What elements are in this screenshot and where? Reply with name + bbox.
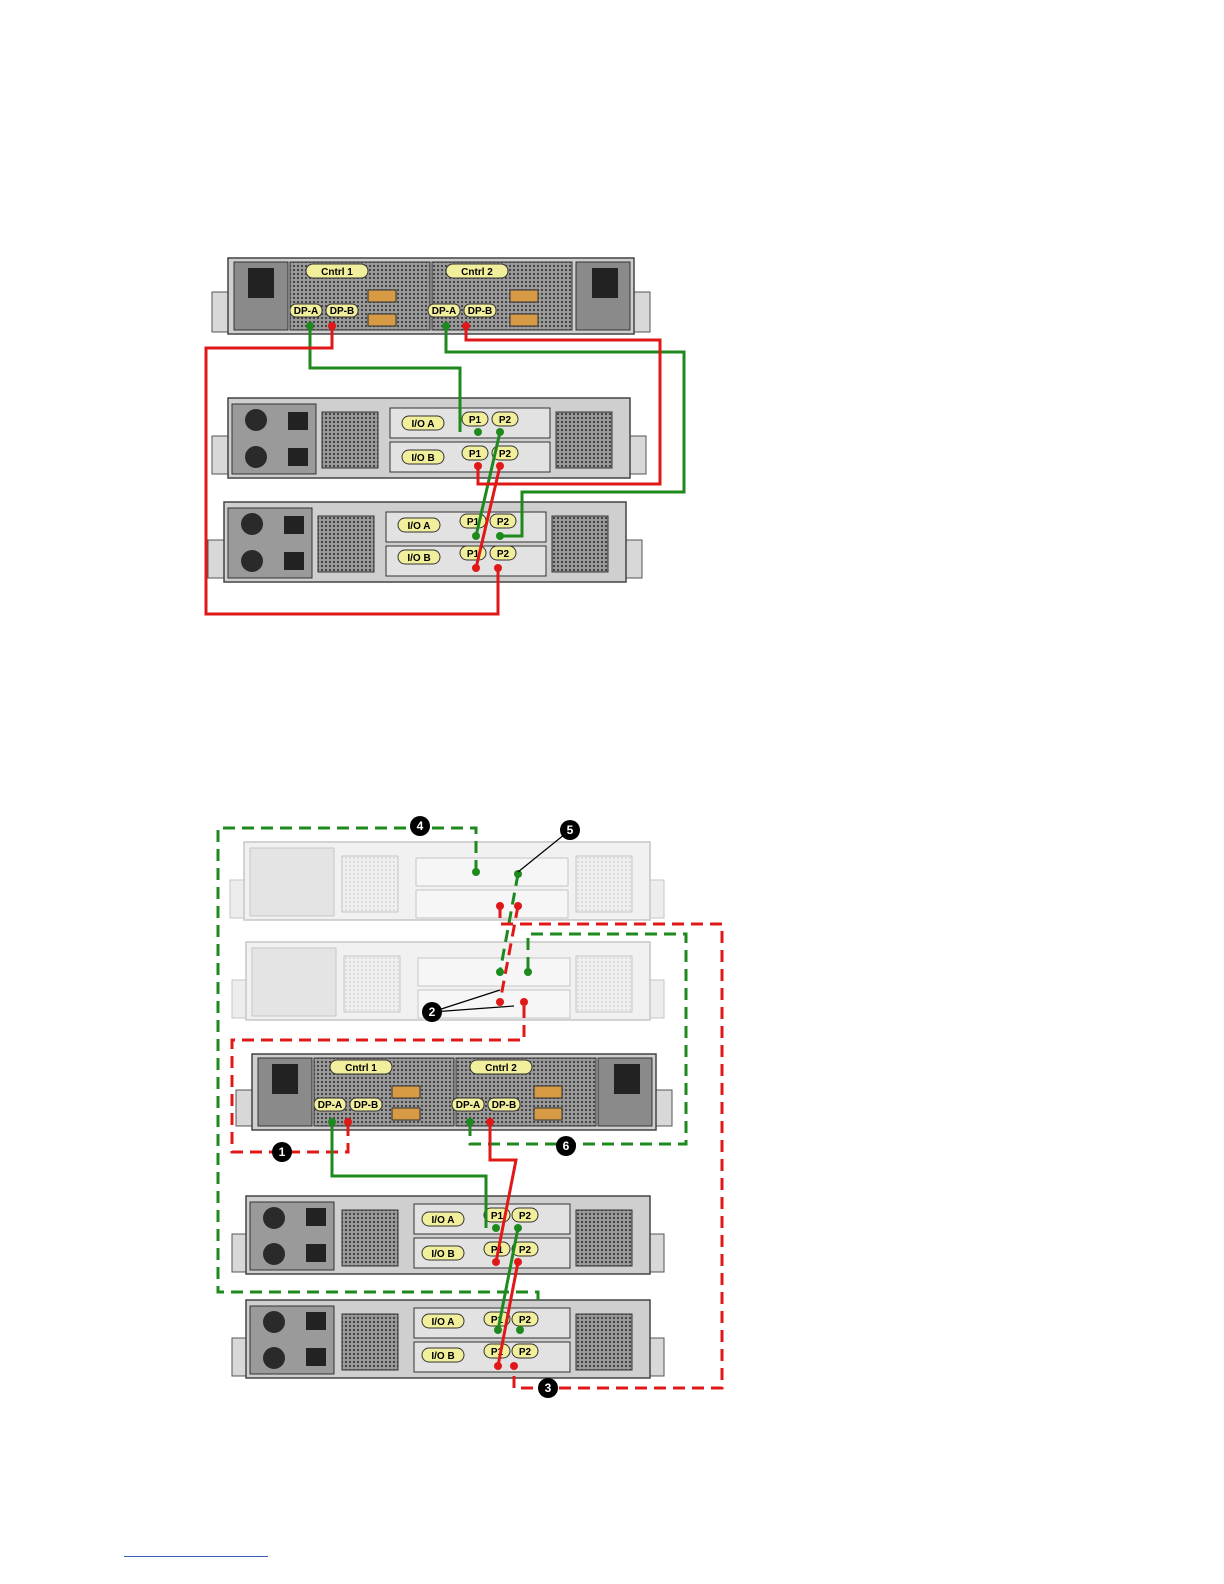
enclosure1-a-p1-label: P1 <box>491 1211 504 1222</box>
ctrl2-label: Cntrl 2 <box>461 267 493 278</box>
fan-icon <box>245 446 267 468</box>
fan-icon <box>263 1207 285 1229</box>
enclosure1-ioa-label: I/O A <box>412 419 435 430</box>
faded-enclosure-1 <box>230 842 664 920</box>
ctrl1-label: Cntrl 1 <box>321 267 353 278</box>
callout-1-number: 1 <box>279 1145 286 1159</box>
enclosure1-b-p1-label: P1 <box>469 449 482 460</box>
power-socket-icon <box>248 268 274 298</box>
enclosure2-b-p2-label: P2 <box>497 549 510 560</box>
callout-2-number: 2 <box>429 1005 436 1019</box>
callout-5: 5 <box>560 820 580 840</box>
enclosure1-a-p2-label: P2 <box>519 1211 532 1222</box>
host-port <box>510 314 538 326</box>
enclosure1-a-p2-label: P2 <box>499 415 512 426</box>
fan-grille <box>556 412 612 468</box>
enclosure1-a-p1-label: P1 <box>469 415 482 426</box>
enclosure2-ioa-label: I/O A <box>408 521 431 532</box>
callout-1: 1 <box>272 1142 292 1162</box>
enclosure1-iob-label: I/O B <box>431 1249 454 1260</box>
ctrl1-dpb-label: DP-B <box>330 306 354 317</box>
fan-icon <box>241 513 263 535</box>
figure-2: Cntrl 1 Cntrl 2 DP-A DP-B DP-A DP-B <box>218 816 722 1398</box>
ctrl1-dpb-label: DP-B <box>354 1100 378 1111</box>
enclosure2-iob-label: I/O B <box>407 553 430 564</box>
power-socket-icon <box>592 268 618 298</box>
host-port <box>368 290 396 302</box>
ctrl1-dpa-label: DP-A <box>318 1100 342 1111</box>
enclosure1-b-p2-label: P2 <box>499 449 512 460</box>
disk-enclosure-2: I/O A I/O B P1 P2 P1 P2 <box>232 1300 664 1378</box>
callout-5-number: 5 <box>567 823 574 837</box>
enclosure1-b-p2-label: P2 <box>519 1245 532 1256</box>
enclosure1-iob-label: I/O B <box>411 453 434 464</box>
ctrl1-label: Cntrl 1 <box>345 1063 377 1074</box>
disk-enclosure-2: I/O A I/O B P1 P2 P1 P2 <box>208 502 642 582</box>
host-port <box>510 290 538 302</box>
disk-enclosure-1: I/O A I/O B P1 P2 P1 P2 <box>232 1196 664 1274</box>
enclosure2-a-p2-label: P2 <box>497 517 510 528</box>
fan-icon <box>263 1347 285 1369</box>
power-socket-icon <box>272 1064 298 1094</box>
ctrl1-dpa-label: DP-A <box>294 306 318 317</box>
figure-1: Cntrl 1 Cntrl 2 DP-A DP-B DP-A DP-B <box>206 258 684 614</box>
enclosure2-b-p2-label: P2 <box>519 1347 532 1358</box>
ctrl2-dpa-label: DP-A <box>432 306 456 317</box>
callout-4-number: 4 <box>417 819 424 833</box>
disk-enclosure-1: I/O A I/O B P1 P2 P1 P2 <box>212 398 646 478</box>
fan-icon <box>263 1243 285 1265</box>
fan-icon <box>241 550 263 572</box>
fan-grille <box>552 516 608 572</box>
ctrl2-dpa-label: DP-A <box>456 1100 480 1111</box>
power-socket-icon <box>614 1064 640 1094</box>
fan-icon <box>245 409 267 431</box>
fan-grille <box>322 412 378 468</box>
callout-3: 3 <box>538 1378 558 1398</box>
ctrl2-dpb-label: DP-B <box>468 306 492 317</box>
faded-enclosure-2 <box>232 942 664 1020</box>
footer-rule <box>124 1556 268 1557</box>
enclosure2-a-p2-label: P2 <box>519 1315 532 1326</box>
fan-grille <box>318 516 374 572</box>
ctrl2-dpb-label: DP-B <box>492 1100 516 1111</box>
fan-icon <box>263 1311 285 1333</box>
enclosure2-ioa-label: I/O A <box>432 1317 455 1328</box>
callout-4: 4 <box>410 816 430 836</box>
host-port <box>368 314 396 326</box>
ctrl2-label: Cntrl 2 <box>485 1063 517 1074</box>
controller-enclosure: Cntrl 1 Cntrl 2 DP-A DP-B DP-A DP-B <box>212 258 650 334</box>
callout-2: 2 <box>422 1002 442 1022</box>
enclosure1-ioa-label: I/O A <box>432 1215 455 1226</box>
callout-6: 6 <box>556 1136 576 1156</box>
controller-enclosure: Cntrl 1 Cntrl 2 DP-A DP-B DP-A DP-B <box>236 1054 672 1130</box>
enclosure2-iob-label: I/O B <box>431 1351 454 1362</box>
callout-6-number: 6 <box>563 1139 570 1153</box>
callout-3-number: 3 <box>545 1381 552 1395</box>
